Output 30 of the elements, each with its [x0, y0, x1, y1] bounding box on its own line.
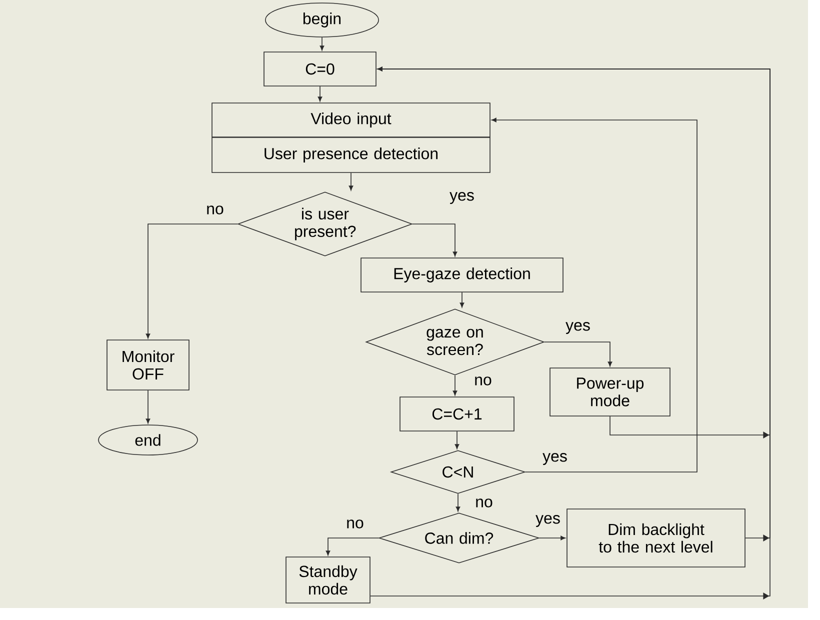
arrow	[456, 494, 460, 512]
arrow	[318, 86, 322, 102]
process-box: C=0	[264, 52, 376, 86]
arrow	[452, 375, 458, 396]
edge-label: no	[345, 518, 365, 530]
arrow	[348, 172, 354, 190]
arrow	[454, 431, 460, 449]
arrow	[492, 118, 698, 472]
process-box: Video input	[212, 102, 490, 138]
edge-label: yes	[564, 321, 592, 335]
arrow	[412, 224, 458, 256]
process-box: Power-up mode	[550, 368, 670, 416]
arrow	[544, 342, 612, 366]
arrow	[320, 37, 324, 50]
edge-label: no	[205, 204, 225, 216]
edge-label: yes	[542, 452, 568, 466]
arrow	[326, 538, 379, 556]
arrow	[539, 536, 566, 540]
arrow	[146, 390, 150, 424]
edge-label: no	[473, 376, 493, 386]
arrow	[146, 224, 238, 338]
arrow	[460, 292, 464, 308]
process-box: Monitor OFF	[106, 340, 190, 390]
process-box: Dim backlight to the next level	[566, 508, 746, 568]
edge-label: yes	[448, 191, 476, 205]
edge-label: no	[474, 498, 494, 508]
process-box: Standby mode	[286, 556, 370, 604]
process-box: Eye-gaze detection	[360, 258, 564, 292]
process-box: User presence detection	[212, 137, 490, 173]
process-box: C=C+1	[400, 396, 514, 432]
